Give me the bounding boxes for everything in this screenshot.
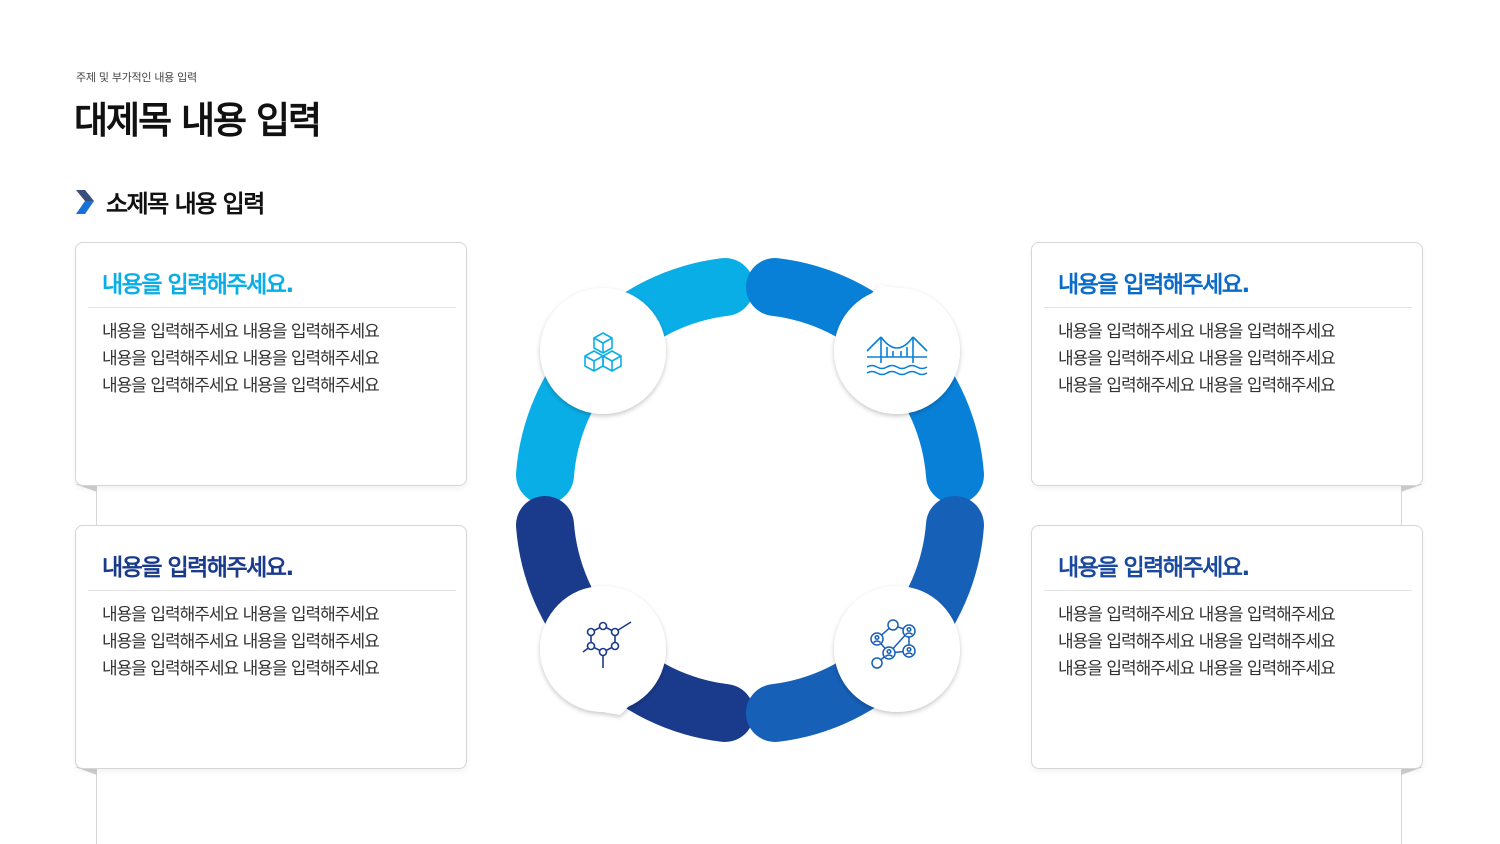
content-card-top-left: 내용을 입력해주세요. 내용을 입력해주세요 내용을 입력해주세요 내용을 입력… bbox=[75, 242, 467, 492]
card-divider bbox=[1044, 307, 1412, 308]
network-people-icon bbox=[870, 619, 916, 669]
card-heading: 내용을 입력해주세요. bbox=[1058, 555, 1250, 581]
content-card-bottom-left: 내용을 입력해주세요. 내용을 입력해주세요 내용을 입력해주세요 내용을 입력… bbox=[75, 525, 467, 775]
card-line: 내용을 입력해주세요 내용을 입력해주세요 bbox=[102, 322, 380, 342]
card-heading: 내용을 입력해주세요. bbox=[102, 555, 294, 581]
content-card-top-right: 내용을 입력해주세요. 내용을 입력해주세요 내용을 입력해주세요 내용을 입력… bbox=[1031, 242, 1423, 492]
card-fold bbox=[1401, 767, 1423, 775]
cubes-icon bbox=[584, 332, 622, 372]
connector-line-left-top bbox=[96, 486, 97, 526]
card-line: 내용을 입력해주세요 내용을 입력해주세요 bbox=[1058, 605, 1336, 625]
card-line: 내용을 입력해주세요 내용을 입력해주세요 bbox=[1058, 659, 1336, 679]
card-line: 내용을 입력해주세요 내용을 입력해주세요 bbox=[1058, 322, 1336, 342]
card-line: 내용을 입력해주세요 내용을 입력해주세요 bbox=[102, 376, 380, 396]
card-divider bbox=[88, 307, 456, 308]
card-box: 내용을 입력해주세요. 내용을 입력해주세요 내용을 입력해주세요 내용을 입력… bbox=[75, 525, 467, 769]
card-line: 내용을 입력해주세요 내용을 입력해주세요 bbox=[102, 605, 380, 625]
badge-bottom-right bbox=[834, 586, 960, 712]
card-fold bbox=[75, 767, 97, 775]
card-body: 내용을 입력해주세요 내용을 입력해주세요 내용을 입력해주세요 내용을 입력해… bbox=[102, 319, 380, 400]
cycle-diagram bbox=[516, 258, 984, 742]
card-body: 내용을 입력해주세요 내용을 입력해주세요 내용을 입력해주세요 내용을 입력해… bbox=[1058, 602, 1336, 683]
badge-top-right bbox=[834, 285, 960, 414]
page-subtitle: 주제 및 부가적인 내용 입력 bbox=[76, 71, 197, 84]
section-header: 소제목 내용 입력 bbox=[76, 184, 265, 219]
card-fold bbox=[75, 484, 97, 492]
card-box: 내용을 입력해주세요. 내용을 입력해주세요 내용을 입력해주세요 내용을 입력… bbox=[1031, 525, 1423, 769]
card-body: 내용을 입력해주세요 내용을 입력해주세요 내용을 입력해주세요 내용을 입력해… bbox=[102, 602, 380, 683]
page-title: 대제목 내용 입력 bbox=[74, 99, 322, 142]
card-line: 내용을 입력해주세요 내용을 입력해주세요 bbox=[102, 659, 380, 679]
card-divider bbox=[88, 590, 456, 591]
content-card-bottom-right: 내용을 입력해주세요. 내용을 입력해주세요 내용을 입력해주세요 내용을 입력… bbox=[1031, 525, 1423, 775]
card-box: 내용을 입력해주세요. 내용을 입력해주세요 내용을 입력해주세요 내용을 입력… bbox=[75, 242, 467, 486]
card-line: 내용을 입력해주세요 내용을 입력해주세요 bbox=[1058, 376, 1336, 396]
card-body: 내용을 입력해주세요 내용을 입력해주세요 내용을 입력해주세요 내용을 입력해… bbox=[1058, 319, 1336, 400]
card-box: 내용을 입력해주세요. 내용을 입력해주세요 내용을 입력해주세요 내용을 입력… bbox=[1031, 242, 1423, 486]
section-title: 소제목 내용 입력 bbox=[106, 190, 265, 218]
bridge-icon bbox=[866, 336, 928, 376]
card-line: 내용을 입력해주세요 내용을 입력해주세요 bbox=[1058, 349, 1336, 369]
connector-line-right-bottom bbox=[1401, 769, 1402, 844]
connector-line-left-bottom bbox=[96, 769, 97, 844]
card-fold bbox=[1401, 484, 1423, 492]
connector-line-right-top bbox=[1401, 486, 1402, 526]
chevron-right-icon bbox=[76, 189, 94, 214]
card-heading: 내용을 입력해주세요. bbox=[1058, 272, 1250, 298]
molecule-icon bbox=[582, 621, 632, 668]
card-line: 내용을 입력해주세요 내용을 입력해주세요 bbox=[102, 632, 380, 652]
card-line: 내용을 입력해주세요 내용을 입력해주세요 bbox=[102, 349, 380, 369]
card-line: 내용을 입력해주세요 내용을 입력해주세요 bbox=[1058, 632, 1336, 652]
card-divider bbox=[1044, 590, 1412, 591]
card-heading: 내용을 입력해주세요. bbox=[102, 272, 294, 298]
